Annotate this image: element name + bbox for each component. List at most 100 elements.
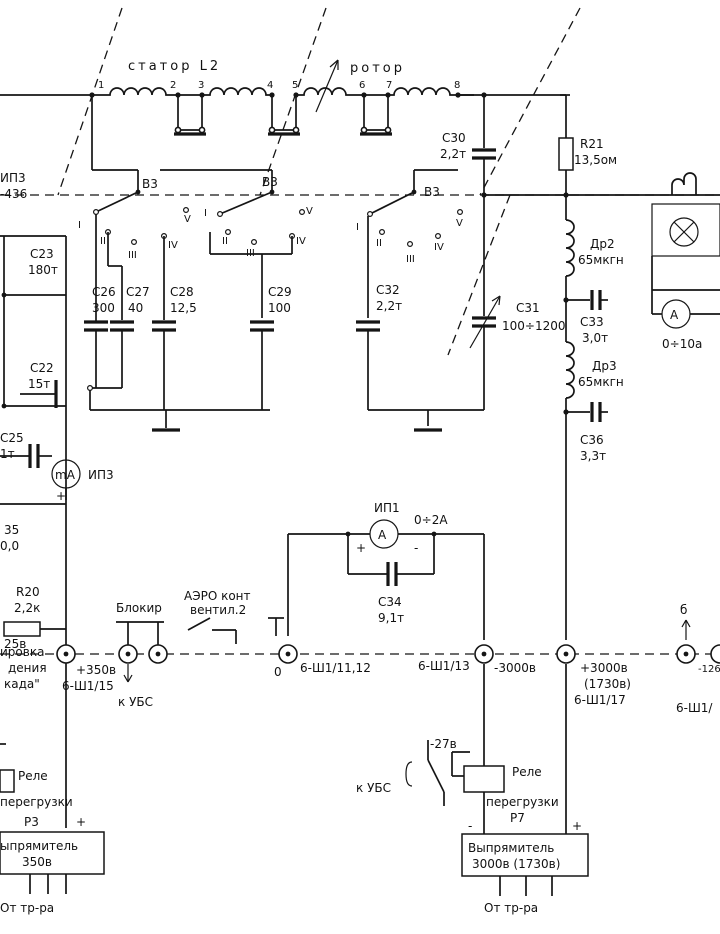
left-rect-line1: ыпрямитель xyxy=(0,839,78,853)
c27-value: 40 xyxy=(128,301,143,315)
pos-II-2: II xyxy=(222,236,228,247)
right-meter-symbol: A xyxy=(670,308,679,322)
c25-name: C25 xyxy=(0,431,24,445)
switch-label-3: B3 xyxy=(424,185,440,199)
pos-IV-1: IV xyxy=(168,240,178,251)
left-rect-plus: + xyxy=(76,815,86,829)
switch-b3-group: B3 B3 I II III IV V I II III IV V xyxy=(78,169,313,261)
r20-extra: 25в xyxy=(4,637,26,651)
dr2-value: 65мкгн xyxy=(578,253,624,267)
ip3-label-a: ИП3 xyxy=(0,171,26,185)
left-relay-name: Р3 xyxy=(24,815,39,829)
r21-chokes-column: R21 13,5ом Др2 65мкгн C33 3,0т Др3 65мкг… xyxy=(484,94,720,640)
right-relay-name: Р7 xyxy=(510,811,525,825)
pos-III-1: III xyxy=(128,250,137,261)
switch-label-1: B3 xyxy=(142,177,158,191)
c30-value: 2,2т xyxy=(440,147,466,161)
pos-I-3: I xyxy=(356,222,359,233)
left-relay-label: Реле xyxy=(18,769,48,783)
sh1-11-pin: 6-Ш1/11,12 xyxy=(300,661,371,675)
left-relay-rectifier: Реле перегрузки Р3 + ыпрямитель 350в От … xyxy=(0,743,105,915)
r21-value: 13,5ом xyxy=(574,153,617,167)
terminal-8: 8 xyxy=(454,80,460,91)
c25-value: 1т xyxy=(0,447,15,461)
right-relay-rectifier: -27в к УБС Реле перегрузки Р7 - + Выпрям… xyxy=(356,664,589,915)
thermo-ammeter: A 0÷10а xyxy=(651,172,720,351)
pos-V-3: V xyxy=(456,218,463,229)
right-relay-to: к УБС xyxy=(356,781,391,795)
capacitor-bank-left: C26 300 C27 40 C28 12,5 C29 100 xyxy=(84,214,293,432)
sh1-15-voltage: +350в xyxy=(76,663,116,677)
stator-rotor-coils xyxy=(0,59,570,170)
right-conn-letter: б xyxy=(680,603,687,617)
c31-value: 100÷1200 xyxy=(502,319,566,333)
terminal-7: 7 xyxy=(386,80,392,91)
sh1-15-pin: 6-Ш1/15 xyxy=(62,679,114,693)
terminal-6: 6 xyxy=(359,80,365,91)
right-relay-sub: перегрузки xyxy=(486,795,559,809)
sh1-17-alt: (1730в) xyxy=(584,677,631,691)
pos-V-1: V xyxy=(184,214,191,225)
terminal-2: 2 xyxy=(170,80,176,91)
ip1-meter-range: 0÷2А xyxy=(414,513,448,527)
c33-name: C33 xyxy=(580,315,604,329)
terminal-5: 5 xyxy=(292,80,298,91)
c22-value: 15т xyxy=(28,377,50,391)
c26-name: C26 xyxy=(92,285,116,299)
c35-value: 0,0 xyxy=(0,539,19,553)
ip3-meter-name: ИП3 xyxy=(88,468,114,482)
c35-name: 35 xyxy=(4,523,19,537)
sh1-13-pin: 6-Ш1/13 xyxy=(418,659,470,673)
right-conn-voltage: -126 xyxy=(698,664,720,675)
ip1-meter-name: ИП1 xyxy=(374,501,400,515)
c28-value: 12,5 xyxy=(170,301,197,315)
c30-c31-column: C30 2,2т C31 100÷1200 xyxy=(440,92,566,410)
c22-name: C22 xyxy=(30,361,54,375)
c23-name: C23 xyxy=(30,247,54,261)
interlock-block: Блокир xyxy=(116,601,162,615)
right-rect-from: От тр-ра xyxy=(484,901,538,915)
r20-name: R20 xyxy=(16,585,40,599)
ip1-meter-group: A ИП1 0÷2А + - C34 9,1т xyxy=(287,501,485,640)
right-rect-line1: Выпрямитель xyxy=(468,841,554,855)
sh1-17-voltage: +3000в xyxy=(580,661,628,675)
ip3-plus: + xyxy=(56,489,66,503)
c32-value: 2,2т xyxy=(376,299,402,313)
left-note-3: када" xyxy=(4,677,40,691)
connector-row: Блокир АЭРО конт вентил.2 +350в 6-Ш1/15 … xyxy=(0,589,720,828)
pos-V-2: V xyxy=(306,206,313,217)
right-rect-minus: - xyxy=(468,819,472,833)
left-rect-from: От тр-ра xyxy=(0,901,54,915)
r21-name: R21 xyxy=(580,137,604,151)
ip1-plus: + xyxy=(356,541,366,555)
pos-I-2: I xyxy=(204,208,207,219)
sh1-15-note: к УБС xyxy=(118,695,153,709)
sh1-17-pin: 6-Ш1/17 xyxy=(574,693,626,707)
left-note-1: ировка xyxy=(0,645,44,659)
right-conn-pin: 6-Ш1/ xyxy=(676,701,713,715)
left-rect-line2: 350в xyxy=(22,855,52,869)
pos-IV-3: IV xyxy=(434,242,444,253)
c29-name: C29 xyxy=(268,285,292,299)
c30-name: C30 xyxy=(442,131,466,145)
ip3-label-b: -436 xyxy=(0,187,27,201)
ip3-meter-symbol: mA xyxy=(55,468,76,482)
c23-value: 180т xyxy=(28,263,58,277)
right-meter-range: 0÷10а xyxy=(662,337,702,351)
pos-III-3: III xyxy=(406,254,415,265)
pos-II-3: II xyxy=(376,238,382,249)
c27-name: C27 xyxy=(126,285,150,299)
rotor-label: ротор xyxy=(350,61,405,76)
c26-value: 300 xyxy=(92,301,115,315)
dr2-name: Др2 xyxy=(590,237,615,251)
c33-value: 3,0т xyxy=(582,331,608,345)
switch-b3-right: B3 I II III IV V C32 2,2т xyxy=(356,169,484,432)
pos-II-1: II xyxy=(100,236,106,247)
dr3-name: Др3 xyxy=(592,359,617,373)
c36-value: 3,3т xyxy=(580,449,606,463)
terminal-4: 4 xyxy=(267,80,273,91)
interlock-aero-2: вентил.2 xyxy=(190,603,246,617)
ip1-meter-symbol: A xyxy=(378,528,387,542)
sh1-13-voltage: -3000в xyxy=(494,661,536,675)
